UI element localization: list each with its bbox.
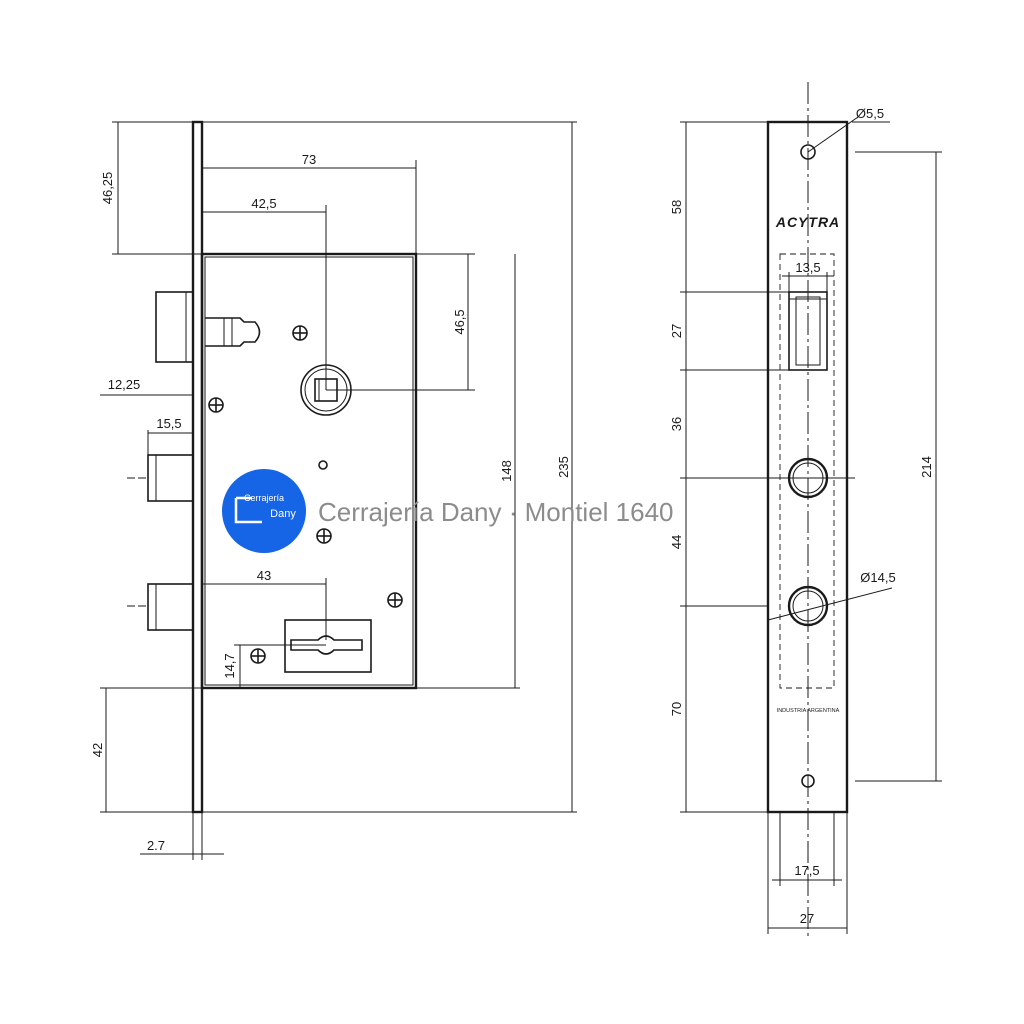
screw-5	[250, 648, 266, 664]
dim-148: 148	[499, 460, 514, 482]
screw-hole-top	[800, 144, 816, 160]
dim-27-bottom: 27	[800, 911, 814, 926]
screw-2	[208, 397, 224, 413]
lock-case	[200, 252, 418, 690]
dim-44: 44	[669, 535, 684, 549]
dim-12-25: 12,25	[108, 377, 141, 392]
dim-36: 36	[669, 417, 684, 431]
deadbolt-upper	[147, 454, 194, 502]
watermark-text: Cerrajería Dany · Montiel 1640	[318, 497, 674, 527]
screw-3	[316, 528, 332, 544]
brand-logo: ACYTRA	[775, 214, 840, 230]
screw-hole-bottom	[801, 774, 815, 788]
dim-14-7: 14,7	[222, 653, 237, 678]
dim-2-7: 2.7	[147, 838, 165, 853]
dim-42-5: 42,5	[251, 196, 276, 211]
dim-46-5: 46,5	[452, 309, 467, 334]
watermark-logo	[222, 469, 306, 553]
lock-case-inner	[204, 256, 414, 686]
watermark: Cerrajería Dany Cerrajería Dany · Montie…	[222, 469, 674, 553]
hidden-case-outline	[779, 253, 835, 689]
dim-235: 235	[556, 456, 571, 478]
dim-13-5: 13,5	[795, 260, 820, 275]
dim-15-5: 15,5	[156, 416, 181, 431]
dim-27-top: 27	[669, 324, 684, 338]
dim-43: 43	[257, 568, 271, 583]
dim-214: 214	[919, 456, 934, 478]
dim-73: 73	[302, 152, 316, 167]
dim-17-5: 17,5	[794, 863, 819, 878]
dim-42: 42	[90, 743, 105, 757]
logo-bracket-icon	[234, 496, 262, 524]
screw-4	[387, 592, 403, 608]
dim-70: 70	[669, 702, 684, 716]
logo-text-2: Dany	[270, 508, 296, 520]
dia-5-5: Ø5,5	[856, 106, 884, 121]
key-cylinder-plate	[284, 619, 372, 673]
deadbolt-hole-lower	[787, 585, 829, 627]
latch-bolt	[155, 291, 194, 363]
faceplate-side	[191, 120, 204, 814]
dim-46-25: 46,25	[100, 172, 115, 205]
logo-text-1: Cerrajería	[244, 493, 284, 503]
front-view: Ø5,5 ACYTRA 13,5 Ø14,5 INDUSTRIA ARGENTI…	[669, 82, 942, 940]
screw-1	[292, 325, 308, 341]
keyhole	[290, 635, 363, 655]
dia-14-5: Ø14,5	[860, 570, 895, 585]
latch-rod	[205, 317, 261, 347]
small-pin	[318, 460, 328, 470]
dim-58: 58	[669, 200, 684, 214]
side-view: 46,25 73 42,5 46,5 148 235 12,25 15,5	[90, 120, 577, 860]
latch-window	[788, 291, 828, 371]
origin-label: INDUSTRIA ARGENTINA	[777, 708, 840, 714]
deadbolt-lower	[147, 583, 194, 631]
